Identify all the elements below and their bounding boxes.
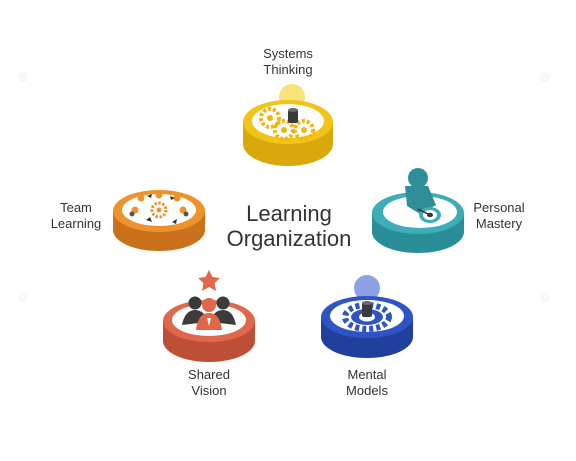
team-cycle-icon	[129, 191, 189, 224]
title-line-2: Organization	[226, 226, 352, 251]
target-icon	[417, 207, 441, 223]
person-head	[408, 168, 428, 188]
node-top-bubble	[354, 275, 380, 301]
node-shared-vision	[163, 270, 255, 362]
watermark-mark: ◎	[18, 71, 28, 83]
label-mental-models: Mental Models	[346, 367, 388, 398]
gear-icon	[342, 301, 392, 332]
node-mental-models	[321, 275, 413, 358]
person-body	[405, 186, 436, 214]
label-personal-mastery: Personal Mastery	[473, 200, 525, 231]
title-line-1: Learning	[246, 201, 332, 226]
watermark-mark: ◎	[540, 71, 550, 83]
label-systems-thinking: Systems Thinking	[263, 46, 313, 77]
team-star-icon	[182, 296, 236, 330]
watermark-mark: ◎	[540, 291, 550, 303]
diagram-title: Learning Organization	[214, 201, 364, 251]
label-shared-vision: Shared Vision	[188, 367, 230, 398]
node-team-learning	[113, 190, 205, 251]
gears-icon	[259, 107, 315, 141]
watermark-mark: ◎	[18, 291, 28, 303]
node-personal-mastery	[372, 168, 464, 253]
label-team-learning: Team Learning	[50, 200, 102, 231]
star-icon	[198, 270, 220, 291]
node-systems-thinking	[243, 84, 333, 166]
